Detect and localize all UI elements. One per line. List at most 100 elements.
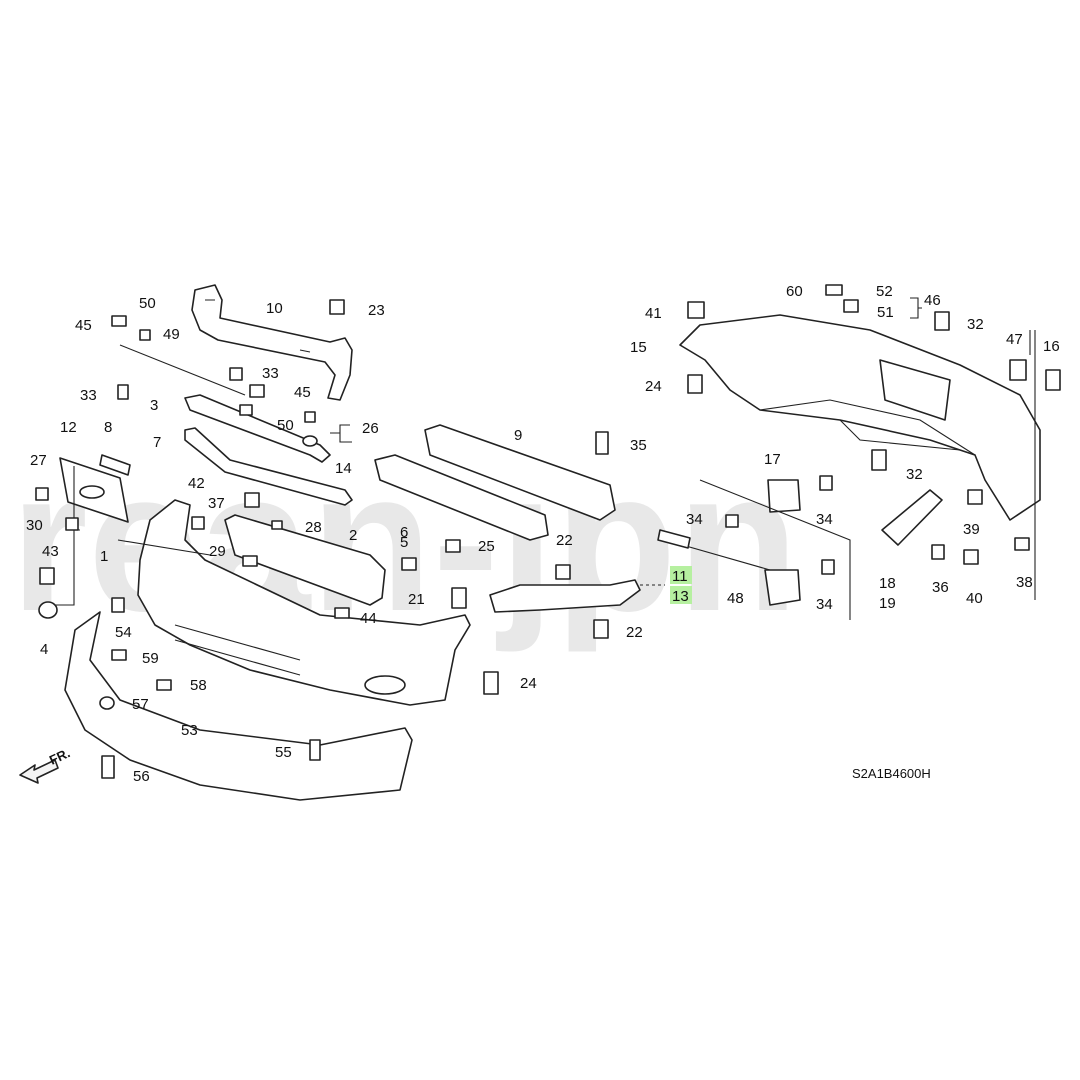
part-53-lower-spoiler bbox=[64, 611, 413, 801]
callout: 48 bbox=[727, 590, 744, 607]
callout: 32 bbox=[967, 316, 984, 333]
part-11-stay bbox=[489, 579, 641, 613]
part-9-reinforcement bbox=[424, 424, 616, 521]
callout: 14 bbox=[335, 460, 352, 477]
callout: 33 bbox=[80, 387, 97, 404]
callout: 51 bbox=[877, 304, 894, 321]
clip-icon bbox=[242, 555, 258, 567]
callout: 50 bbox=[277, 417, 294, 434]
callout: 42 bbox=[188, 475, 205, 492]
callout: 24 bbox=[645, 378, 662, 395]
bolt-icon bbox=[931, 544, 945, 560]
callout: 43 bbox=[42, 543, 59, 560]
callout: 55 bbox=[275, 744, 292, 761]
callout: 5 bbox=[400, 534, 408, 551]
part-10-upper-bracket bbox=[191, 284, 353, 401]
callout: 58 bbox=[190, 677, 207, 694]
callout: 35 bbox=[630, 437, 647, 454]
part-14-absorber bbox=[374, 454, 549, 541]
rear-bumper-inner bbox=[759, 399, 976, 456]
callout: 53 bbox=[181, 722, 198, 739]
bolt-icon bbox=[555, 564, 571, 580]
bolt-icon bbox=[871, 449, 887, 471]
highlight-11 bbox=[670, 566, 692, 584]
callout: 59 bbox=[142, 650, 159, 667]
callout: 21 bbox=[408, 591, 425, 608]
bolt-icon bbox=[35, 487, 49, 501]
callout: 57 bbox=[132, 696, 149, 713]
bolt-icon bbox=[111, 597, 125, 613]
callout: 52 bbox=[876, 283, 893, 300]
part-15-rear-bumper bbox=[679, 314, 1041, 521]
plate-hole bbox=[79, 485, 105, 499]
clip-icon bbox=[139, 329, 151, 341]
clip-icon bbox=[309, 739, 321, 761]
callout: 9 bbox=[514, 427, 522, 444]
callout: 44 bbox=[360, 610, 377, 627]
bolt-icon bbox=[445, 539, 461, 553]
clip-icon bbox=[244, 492, 260, 508]
callout: 22 bbox=[626, 624, 643, 641]
bolt-icon bbox=[687, 374, 703, 394]
part-48-end bbox=[657, 529, 691, 549]
clip-icon bbox=[451, 587, 467, 609]
callout-13: 13 bbox=[672, 588, 689, 605]
bolt-icon bbox=[963, 549, 979, 565]
callout: 4 bbox=[40, 641, 48, 658]
clip-icon bbox=[156, 679, 172, 691]
bolt-icon bbox=[593, 619, 609, 639]
clip-icon bbox=[1045, 369, 1061, 391]
clip-icon bbox=[65, 517, 79, 531]
callout: 33 bbox=[262, 365, 279, 382]
callout: 17 bbox=[764, 451, 781, 468]
bumper-grille-slots bbox=[174, 624, 301, 676]
callout: 16 bbox=[1043, 338, 1060, 355]
callout: 18 bbox=[879, 575, 896, 592]
highlight-13 bbox=[670, 586, 692, 604]
bolt-icon bbox=[819, 475, 833, 491]
callout: 34 bbox=[816, 511, 833, 528]
clip-icon bbox=[1009, 359, 1027, 381]
callout: 19 bbox=[879, 595, 896, 612]
callout: 34 bbox=[816, 596, 833, 613]
clip-icon bbox=[304, 411, 316, 423]
bolt-icon bbox=[595, 431, 609, 455]
bolt-icon bbox=[117, 384, 129, 400]
bolt-icon bbox=[725, 514, 739, 528]
callout-11: 11 bbox=[672, 568, 688, 585]
part-1-front-bumper bbox=[137, 499, 471, 706]
fog-lamp-opening bbox=[364, 675, 406, 695]
clip-icon bbox=[111, 315, 127, 327]
callout: 15 bbox=[630, 339, 647, 356]
callout: 24 bbox=[520, 675, 537, 692]
callout: 45 bbox=[294, 384, 311, 401]
bolt-icon bbox=[229, 367, 243, 381]
callout: 6 bbox=[400, 524, 408, 541]
part-34-block bbox=[764, 569, 801, 606]
callout: 56 bbox=[133, 768, 150, 785]
fr-label: FR. bbox=[47, 745, 72, 767]
clip-icon bbox=[111, 649, 127, 661]
callout: 45 bbox=[75, 317, 92, 334]
callout: 1 bbox=[100, 548, 108, 565]
fasteners bbox=[35, 284, 1061, 779]
bolt-icon bbox=[821, 559, 835, 575]
callout: 22 bbox=[556, 532, 573, 549]
leader-lines bbox=[50, 297, 1036, 620]
callout: 49 bbox=[163, 326, 180, 343]
callout: 41 bbox=[645, 305, 662, 322]
callout: 29 bbox=[209, 543, 226, 560]
callout: 37 bbox=[208, 495, 225, 512]
callout: 38 bbox=[1016, 574, 1033, 591]
callout: 7 bbox=[153, 434, 161, 451]
bolt-icon bbox=[101, 755, 115, 779]
callout: 40 bbox=[966, 590, 983, 607]
diagram-code: S2A1B4600H bbox=[852, 766, 931, 781]
clip-icon bbox=[401, 557, 417, 571]
callout: 34 bbox=[686, 511, 703, 528]
callout: 27 bbox=[30, 452, 47, 469]
callout: 47 bbox=[1006, 331, 1023, 348]
clip-icon bbox=[271, 520, 283, 530]
clip-icon bbox=[967, 489, 983, 505]
